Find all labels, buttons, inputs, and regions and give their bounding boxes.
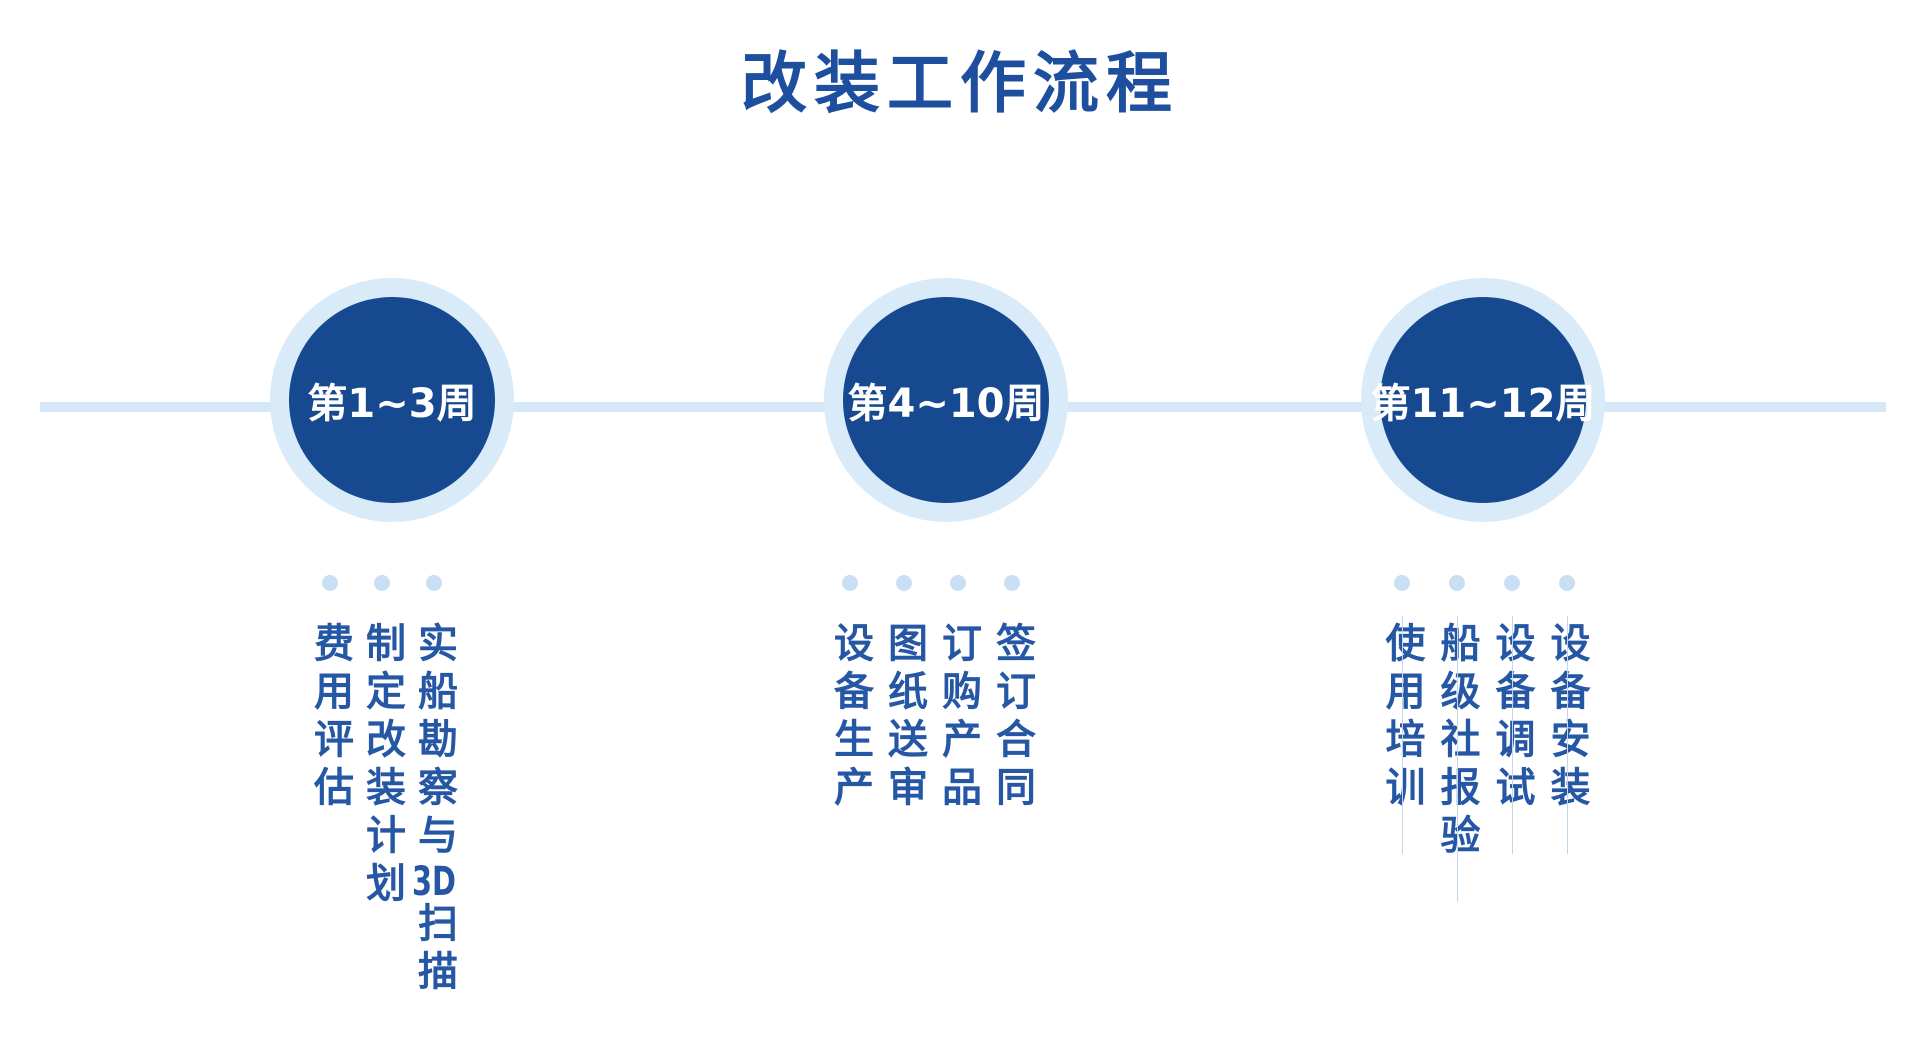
task-label: 订购产品: [935, 622, 981, 814]
task-dot-icon: [322, 575, 338, 591]
stage-tasks-week-11-12: 设备安装 设备调试 船级社报验 使用培训: [1374, 575, 1594, 902]
task-column: 设备调试: [1484, 575, 1539, 862]
task-column: 实船勘察与3D扫描: [408, 575, 460, 998]
task-dot-icon: [426, 575, 442, 591]
stage-tasks-week-4-10: 签订合同 订购产品 图纸送审 设备生产: [823, 575, 1039, 814]
task-label: 船级社报验: [1433, 616, 1480, 902]
stage-circle-week-11-12: 第11~12周: [1361, 278, 1605, 522]
task-dot-icon: [842, 575, 858, 591]
stage-tasks-week-1-3: 实船勘察与3D扫描 制定改装计划 费用评估: [304, 575, 460, 998]
task-column: 图纸送审: [877, 575, 931, 814]
task-column: 设备生产: [823, 575, 877, 814]
task-label: 制定改装计划: [359, 622, 405, 910]
task-label: 设备生产: [827, 622, 873, 814]
task-dot-icon: [896, 575, 912, 591]
week-label: 第11~12周: [1370, 381, 1596, 427]
stage-circle-week-1-3: 第1~3周: [270, 278, 514, 522]
task-dot-icon: [1393, 575, 1410, 591]
task-dot-icon: [1448, 575, 1465, 591]
stage-circle-week-4-10: 第4~10周: [824, 278, 1068, 522]
task-label: 签订合同: [989, 622, 1035, 814]
task-label: 设备安装: [1543, 616, 1590, 854]
week-label: 第1~3周: [307, 381, 477, 427]
task-dot-icon: [374, 575, 390, 591]
task-dot-icon: [1503, 575, 1520, 591]
task-label: 实船勘察与3D扫描: [411, 622, 457, 998]
page-title: 改装工作流程: [741, 45, 1179, 122]
task-column: 费用评估: [304, 575, 356, 998]
task-label: 设备调试: [1488, 616, 1535, 854]
task-dot-icon: [1004, 575, 1020, 591]
task-column: 船级社报验: [1429, 575, 1484, 902]
task-column: 制定改装计划: [356, 575, 408, 998]
task-column: 签订合同: [985, 575, 1039, 814]
task-label: 使用培训: [1378, 616, 1425, 854]
task-label: 费用评估: [307, 622, 353, 814]
week-label: 第4~10周: [847, 381, 1045, 427]
task-column: 订购产品: [931, 575, 985, 814]
task-dot-icon: [950, 575, 966, 591]
task-column: 设备安装: [1539, 575, 1594, 862]
task-dot-icon: [1558, 575, 1575, 591]
task-label: 图纸送审: [881, 622, 927, 814]
task-column: 使用培训: [1374, 575, 1429, 862]
